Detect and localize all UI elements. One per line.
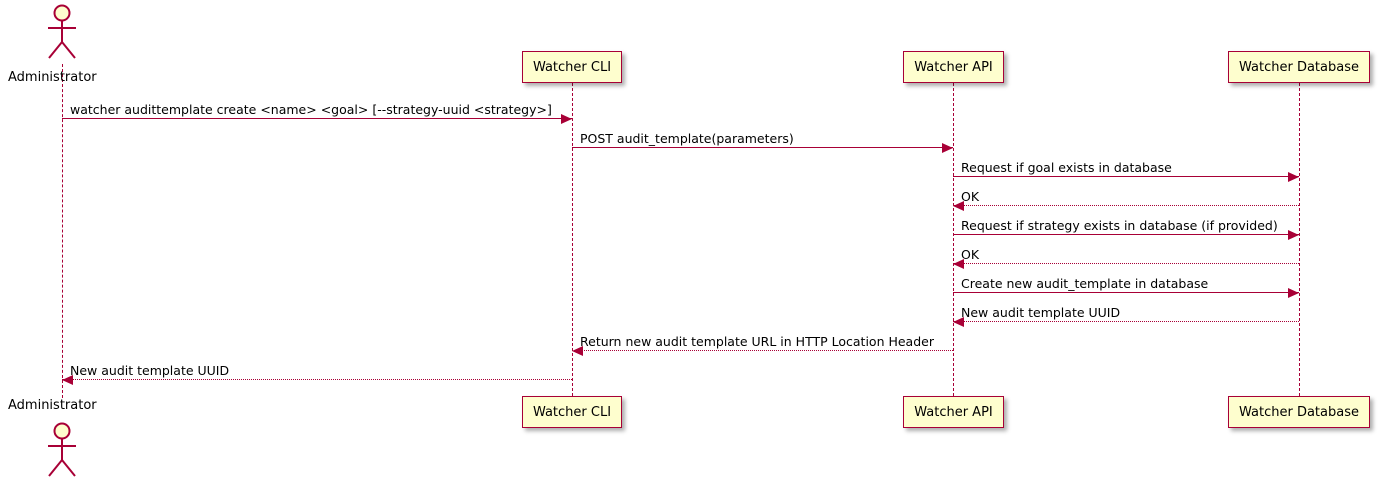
actor-administrator-bottom: [41, 422, 83, 482]
message-label-10: New audit template UUID: [70, 363, 230, 378]
message-arrowhead-5: [1288, 229, 1299, 240]
message-arrowhead-1: [561, 113, 572, 124]
message-arrowhead-4: [953, 200, 964, 211]
lifeline-watcher-api: [953, 83, 954, 396]
lifeline-administrator: [62, 64, 63, 398]
message-arrowhead-10: [62, 374, 73, 385]
message-line-5: [953, 234, 1299, 235]
message-label-5: Request if strategy exists in database (…: [961, 218, 1278, 233]
lifeline-watcher-database: [1299, 83, 1300, 396]
message-line-10: [62, 379, 572, 380]
participant-watcher-database-bottom[interactable]: Watcher Database: [1228, 396, 1370, 428]
message-arrowhead-6: [953, 258, 964, 269]
message-line-1: [62, 118, 572, 119]
message-line-4: [953, 205, 1299, 206]
participant-watcher-database-top[interactable]: Watcher Database: [1228, 51, 1370, 83]
message-label-1: watcher audittemplate create <name> <goa…: [70, 102, 552, 117]
message-line-9: [572, 350, 953, 351]
participant-watcher-api-bottom[interactable]: Watcher API: [903, 396, 1004, 428]
message-arrowhead-7: [1288, 287, 1299, 298]
message-label-3: Request if goal exists in database: [961, 160, 1172, 175]
lifeline-watcher-cli: [572, 83, 573, 396]
participant-watcher-cli-top[interactable]: Watcher CLI: [522, 51, 622, 83]
message-label-2: POST audit_template(parameters): [580, 131, 794, 146]
actor-label-administrator-top: Administrator: [8, 70, 97, 85]
message-label-7: Create new audit_template in database: [961, 276, 1209, 291]
message-arrowhead-9: [572, 345, 583, 356]
message-arrowhead-8: [953, 316, 964, 327]
actor-label-administrator-bottom: Administrator: [8, 398, 97, 413]
message-label-8: New audit template UUID: [961, 305, 1121, 320]
message-label-6: OK: [961, 247, 980, 262]
participant-watcher-cli-bottom[interactable]: Watcher CLI: [522, 396, 622, 428]
message-line-2: [572, 147, 953, 148]
participant-watcher-api-top[interactable]: Watcher API: [903, 51, 1004, 83]
message-line-8: [953, 321, 1299, 322]
message-label-9: Return new audit template URL in HTTP Lo…: [580, 334, 934, 349]
message-arrowhead-3: [1288, 171, 1299, 182]
message-line-7: [953, 292, 1299, 293]
message-arrowhead-2: [942, 142, 953, 153]
message-line-6: [953, 263, 1299, 264]
message-label-4: OK: [961, 189, 980, 204]
message-line-3: [953, 176, 1299, 177]
actor-administrator-top: [41, 4, 83, 64]
